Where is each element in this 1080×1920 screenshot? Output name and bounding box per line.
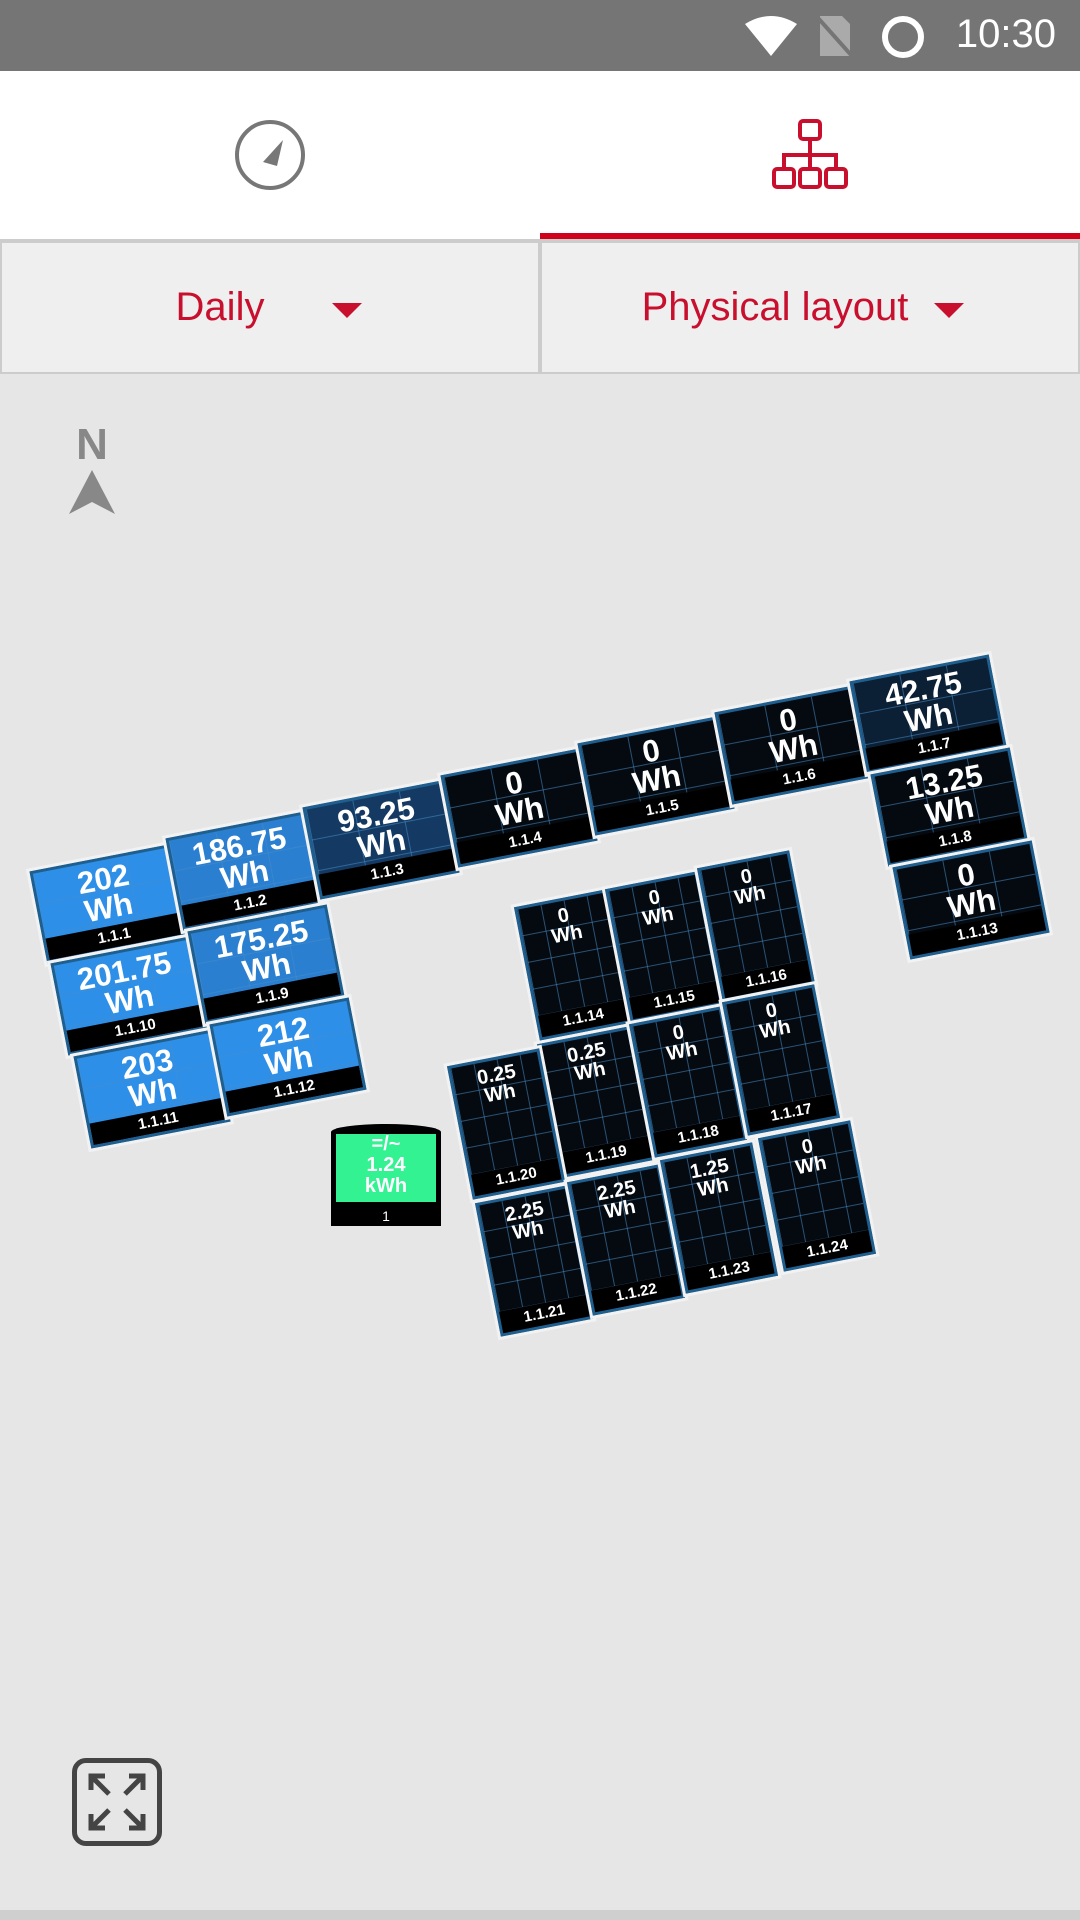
inverter-display: =/~ 1.24 kWh bbox=[336, 1134, 436, 1202]
view-dropdown[interactable]: Physical layout bbox=[540, 241, 1080, 374]
fullscreen-button[interactable] bbox=[72, 1758, 162, 1846]
sync-circle-icon bbox=[882, 16, 924, 58]
inverter-symbol: =/~ bbox=[371, 1133, 401, 1155]
view-value: Physical layout bbox=[641, 285, 909, 329]
compass: N bbox=[62, 420, 122, 527]
hierarchy-icon bbox=[772, 119, 848, 189]
chevron-down-icon bbox=[934, 303, 964, 318]
wifi-icon bbox=[745, 16, 797, 56]
inverter[interactable]: =/~ 1.24 kWh 1 bbox=[331, 1124, 441, 1226]
chevron-down-icon bbox=[332, 303, 362, 318]
inverter-id: 1 bbox=[382, 1208, 390, 1224]
expand-icon bbox=[88, 1773, 146, 1831]
compass-label: N bbox=[76, 420, 108, 469]
period-dropdown[interactable]: Daily bbox=[0, 241, 540, 374]
bottom-divider bbox=[0, 1910, 1080, 1920]
north-arrow-icon bbox=[69, 470, 115, 514]
inverter-value: 1.24 bbox=[366, 1154, 406, 1176]
tab-layout[interactable] bbox=[540, 71, 1080, 239]
status-bar: 10:30 bbox=[0, 0, 1080, 71]
tab-bar bbox=[0, 71, 1080, 241]
tab-dashboard[interactable] bbox=[0, 71, 540, 239]
clock: 10:30 bbox=[955, 12, 1056, 56]
inverter-unit: kWh bbox=[364, 1175, 408, 1197]
gauge-icon bbox=[235, 120, 305, 190]
period-value: Daily bbox=[175, 285, 265, 329]
filter-bar: Daily Physical layout bbox=[0, 241, 1080, 374]
no-sim-icon bbox=[818, 16, 852, 58]
